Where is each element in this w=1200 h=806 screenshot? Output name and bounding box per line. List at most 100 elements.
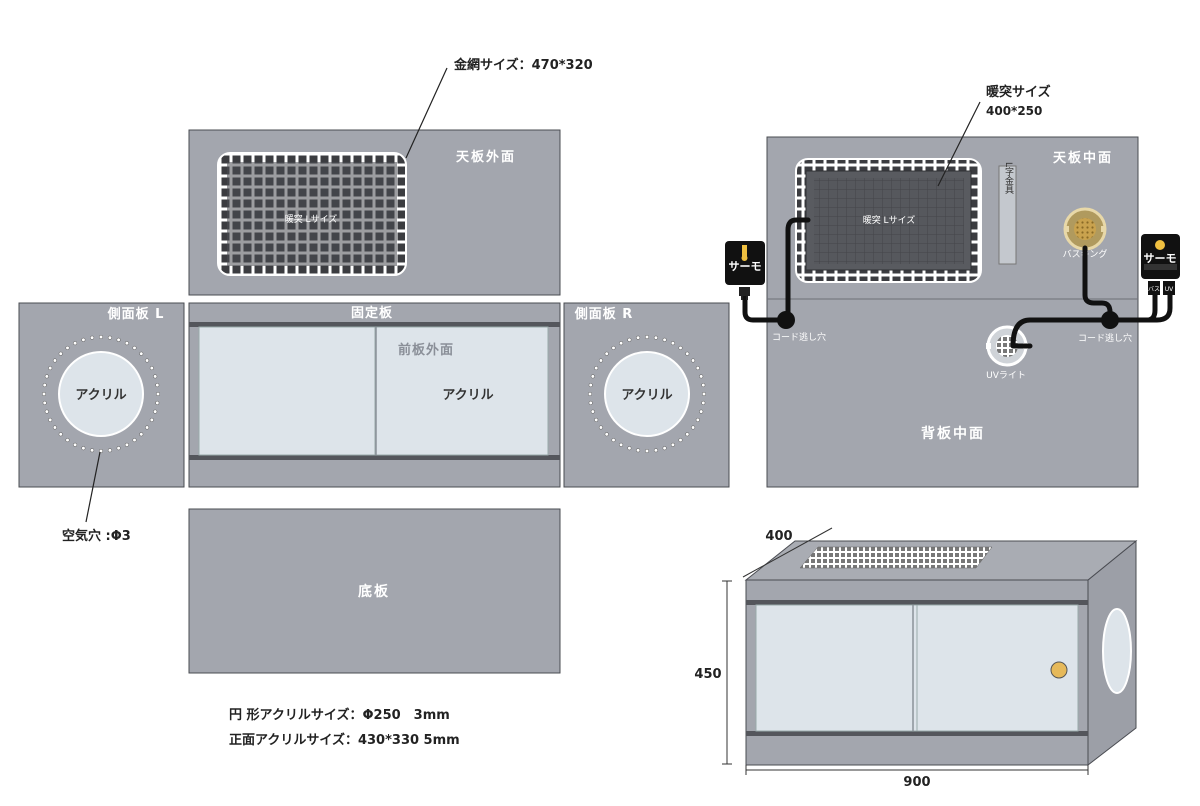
air-hole: [116, 446, 121, 451]
air-hole: [73, 442, 78, 447]
top-outer-panel: 暖突 Lサイズ 天板外面: [188, 129, 561, 296]
air-hole: [155, 383, 160, 388]
heater-l-size-label-2: 暖突 Lサイズ: [863, 214, 916, 226]
air-hole: [124, 442, 129, 447]
cord-hole-left-label: コード逃し穴: [772, 331, 826, 343]
plug-bask: [1148, 281, 1160, 295]
thermo-right-label: サーモ: [1144, 252, 1177, 265]
bottom-panel: 底板: [188, 508, 561, 674]
bottom-label: 底板: [358, 583, 390, 600]
mesh-size-label: 金網サイズ：470*320: [453, 57, 593, 73]
air-hole: [98, 334, 104, 340]
door-knob: [1050, 661, 1068, 679]
air-hole: [611, 438, 616, 443]
air-hole: [58, 432, 63, 437]
mesh-leader-line: [405, 67, 448, 159]
air-hole: [590, 374, 595, 379]
air-hole: [155, 391, 161, 397]
heater-outline: [227, 162, 397, 266]
acrylic-door-left: [198, 326, 378, 456]
thermostat-right: サーモ バス UV: [1141, 234, 1180, 295]
air-hole: [611, 345, 616, 350]
l-bracket-label: L字金具: [1003, 162, 1014, 195]
side-panel-left: 側面板 L アクリル: [18, 302, 185, 488]
air-hole: [153, 409, 158, 414]
air-hole: [695, 366, 700, 371]
air-hole: [691, 358, 696, 363]
air-hole: [65, 345, 70, 350]
air-hole: [695, 417, 700, 422]
air-hole: [116, 337, 121, 342]
air-hole: [98, 448, 104, 454]
air-hole: [41, 391, 47, 397]
air-hole: [627, 446, 632, 451]
air-hole: [636, 448, 641, 453]
air-hole: [145, 358, 150, 363]
air-hole: [670, 442, 675, 447]
air-hole: [132, 345, 137, 350]
air-hole: [678, 345, 683, 350]
air-hole: [701, 400, 706, 405]
side-l-label: 側面板 L: [107, 306, 165, 322]
plug-uv: [1163, 281, 1175, 295]
acrylic-front-label: アクリル: [442, 388, 493, 403]
air-hole: [670, 341, 675, 346]
acrylic-door-right: [374, 326, 549, 456]
air-hole: [644, 334, 650, 340]
air-hole: [48, 366, 53, 371]
air-hole: [594, 417, 599, 422]
dimension-lines: [722, 527, 1089, 775]
top-mesh-3d: [799, 546, 993, 569]
acrylic-left-label: アクリル: [75, 388, 126, 403]
thermostat-left: サーモ: [725, 241, 765, 300]
air-hole: [42, 400, 47, 405]
air-holes-right: [587, 334, 707, 454]
fixed-board-label: 固定板: [351, 305, 393, 321]
air-holes-left: [41, 334, 161, 454]
heater-size-value: 400*250: [986, 104, 1042, 118]
front-outer-label: 前板外面: [398, 342, 454, 358]
air-hole: [65, 438, 70, 443]
round-acrylic-left: [58, 351, 144, 437]
air-hole: [604, 432, 609, 437]
air-hole: [73, 341, 78, 346]
air-hole: [58, 351, 63, 356]
air-hole: [644, 448, 650, 454]
thermo-left-label: サーモ: [729, 260, 762, 273]
door-left-3d: [755, 604, 919, 732]
air-hole: [691, 425, 696, 430]
air-hole: [52, 425, 57, 430]
plug-bask-label: バス: [1148, 286, 1160, 293]
air-hole: [90, 448, 95, 453]
l-bracket: [998, 165, 1017, 265]
top-middle-label: 天板中面: [1053, 150, 1113, 166]
air-hole: [149, 417, 154, 422]
air-hole: [685, 432, 690, 437]
round-acrylic-size-note: 円 形アクリルサイズ：Φ250 3mm: [229, 707, 450, 723]
air-hole: [52, 358, 57, 363]
heater-leader-line: [937, 101, 981, 187]
enclosure-3d-view: [744, 539, 1138, 767]
air-hole: [627, 337, 632, 342]
air-hole: [48, 417, 53, 422]
air-hole: [139, 432, 144, 437]
heater-size-title: 暖突サイズ: [986, 84, 1051, 100]
air-hole: [155, 400, 160, 405]
air-hole: [590, 409, 595, 414]
air-hole: [149, 366, 154, 371]
top-outer-label: 天板外面: [456, 149, 516, 165]
air-hole: [678, 438, 683, 443]
dim-height: 450: [694, 667, 721, 682]
front-panel: 固定板 前板外面 アクリル: [188, 302, 561, 488]
air-hole: [132, 438, 137, 443]
dim-depth: 400: [765, 529, 792, 544]
air-hole: [587, 391, 593, 397]
side-round-acrylic: [1102, 608, 1132, 694]
air-hole: [44, 374, 49, 379]
cables: [742, 217, 1173, 349]
heater-l-size-label: 暖突 Lサイズ: [285, 213, 338, 225]
back-middle-label: 背板中面: [921, 425, 985, 442]
plug-uv-label: UV: [1165, 286, 1174, 293]
side-panel-right: 側面板 R アクリル: [563, 302, 730, 488]
air-hole: [598, 425, 603, 430]
